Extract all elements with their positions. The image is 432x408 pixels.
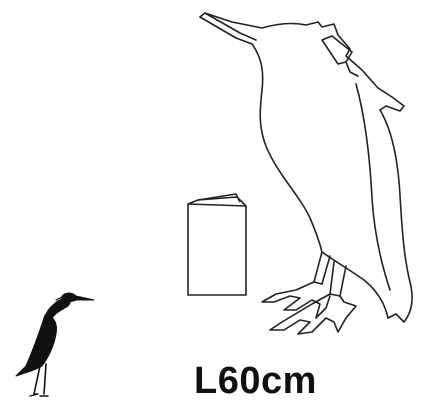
size-label: L60cm [194, 362, 317, 400]
book-scale-icon [188, 194, 246, 295]
heron-silhouette-icon [16, 293, 94, 396]
heron-outline [200, 13, 412, 334]
